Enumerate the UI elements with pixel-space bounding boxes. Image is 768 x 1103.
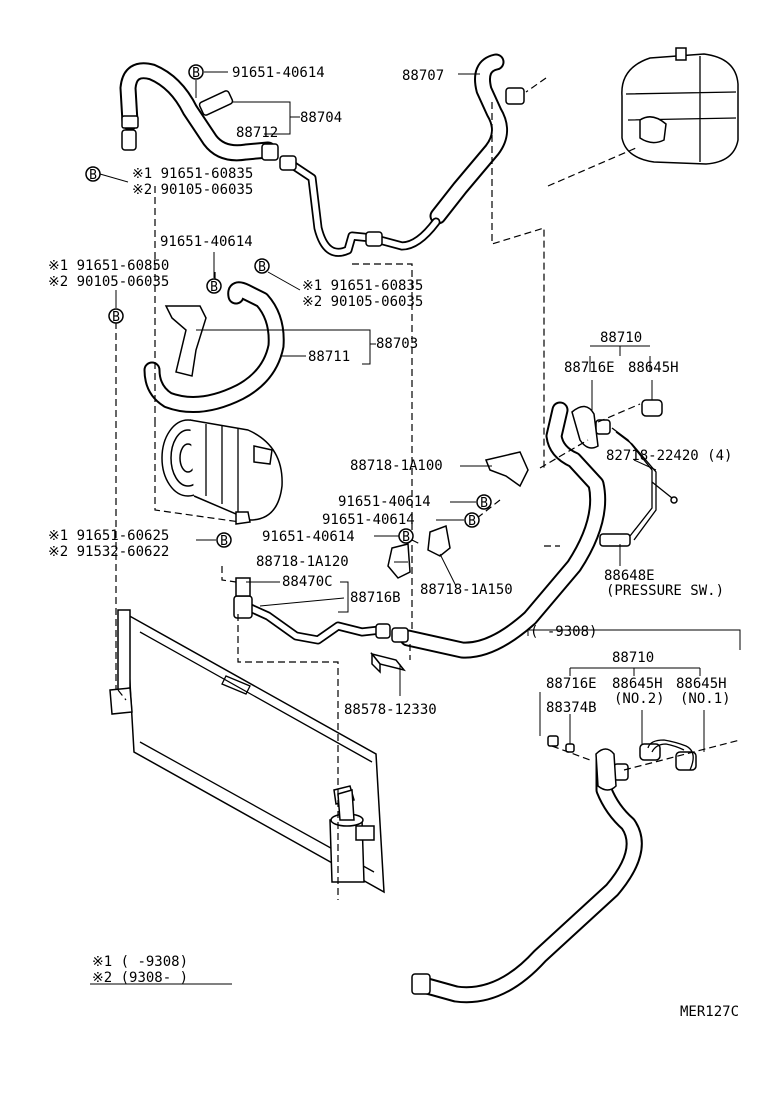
label-mark2-a: ※2 90105-06035 — [132, 182, 253, 198]
label-88645H-top: 88645H — [628, 360, 679, 376]
pressure-switch-wire — [611, 427, 653, 537]
circle-mark: B — [85, 166, 101, 183]
label-88716E-bottom: 88716E — [546, 676, 597, 692]
label-88712: 88712 — [236, 125, 278, 141]
hose-88716E-bottom — [411, 751, 643, 1004]
label-91651-40614-e: 91651-40614 — [262, 529, 355, 545]
hose-88711 — [143, 281, 285, 413]
label-88718-1A150: 88718-1A150 — [420, 582, 513, 598]
svg-text:B: B — [89, 168, 97, 183]
pipe-88712 — [283, 157, 441, 257]
hose-88704 — [119, 62, 277, 162]
svg-text:B: B — [480, 496, 488, 511]
circle-mark: B — [398, 528, 414, 545]
label-mark1-d: ※1 91651-60625 — [48, 528, 169, 544]
circle-marks: B B B B B B B B B — [85, 64, 492, 549]
svg-text:B: B — [402, 530, 410, 545]
label-no1: (NO.1) — [680, 691, 731, 707]
hose-88707 — [429, 53, 508, 225]
legend-row-1: ※1 ( -9308) — [92, 954, 188, 970]
svg-text:B: B — [220, 534, 228, 549]
pressure-switch-icon — [599, 533, 631, 547]
label-88645H-no1: 88645H — [676, 676, 727, 692]
label-mark2-b: ※2 90105-06035 — [48, 274, 169, 290]
circle-mark: B — [476, 494, 492, 511]
label-88470C: 88470C — [282, 574, 333, 590]
label-88718-1A100: 88718-1A100 — [350, 458, 443, 474]
label-mark1-b: ※1 91651-60850 — [48, 258, 169, 274]
svg-text:B: B — [192, 66, 200, 81]
label-88578-12330: 88578-12330 — [344, 702, 437, 718]
label-88648E: 88648E — [604, 568, 655, 584]
label-91651-40614-b: 91651-40614 — [160, 234, 253, 250]
label-91651-40614: 91651-40614 — [232, 65, 325, 81]
svg-text:B: B — [210, 280, 218, 295]
legend-row-2: ※2 (9308- ) — [92, 970, 188, 986]
bracket-parts — [164, 305, 617, 791]
svg-text:B: B — [112, 310, 120, 325]
label-88716B: 88716B — [350, 590, 401, 606]
hose-88716E-top — [399, 401, 607, 659]
label-88703: 88703 — [376, 336, 418, 352]
pipe-88716B — [241, 601, 385, 645]
circle-mark: B — [464, 512, 480, 529]
label-88704: 88704 — [300, 110, 342, 126]
circle-mark: B — [108, 308, 124, 325]
circle-mark: B — [216, 532, 232, 549]
label-82718-22420: 82718-22420 (4) — [606, 448, 732, 464]
label-mark2-d: ※2 91532-60622 — [48, 544, 169, 560]
label-88707: 88707 — [402, 68, 444, 84]
part-labels: 91651-40614 88704 88712 88707 ※1 91651-6… — [48, 65, 739, 1020]
diagram-code: MER127C — [680, 1004, 739, 1020]
svg-text:B: B — [258, 260, 266, 275]
label-91651-40614-c: 91651-40614 — [338, 494, 431, 510]
assembly-dashed-lines — [115, 77, 741, 900]
circle-mark: B — [206, 278, 222, 295]
label-88645H-no2: 88645H — [612, 676, 663, 692]
label-88710-bottom: 88710 — [612, 650, 654, 666]
circle-mark: B — [254, 258, 270, 275]
label-91651-40614-d: 91651-40614 — [322, 512, 415, 528]
label-no2: (NO.2) — [614, 691, 665, 707]
label-88711: 88711 — [308, 349, 350, 365]
label-mark1-a: ※1 91651-60835 — [132, 166, 253, 182]
label-range-9308: ( -9308) — [530, 624, 597, 640]
compressor-illustration — [161, 419, 283, 525]
valve-88470C-icon — [235, 577, 251, 597]
label-mark2-c: ※2 90105-06035 — [302, 294, 423, 310]
label-88716E-top: 88716E — [564, 360, 615, 376]
label-mark1-c: ※1 91651-60835 — [302, 278, 423, 294]
receiver-tank-illustration — [621, 47, 739, 165]
label-88718-1A120: 88718-1A120 — [256, 554, 349, 570]
svg-text:B: B — [468, 514, 476, 529]
leader-lines — [90, 71, 741, 985]
label-88374B: 88374B — [546, 700, 597, 716]
label-88710-top: 88710 — [600, 330, 642, 346]
label-pressure-sw: (PRESSURE SW.) — [606, 583, 724, 599]
circle-mark: B — [188, 64, 204, 81]
